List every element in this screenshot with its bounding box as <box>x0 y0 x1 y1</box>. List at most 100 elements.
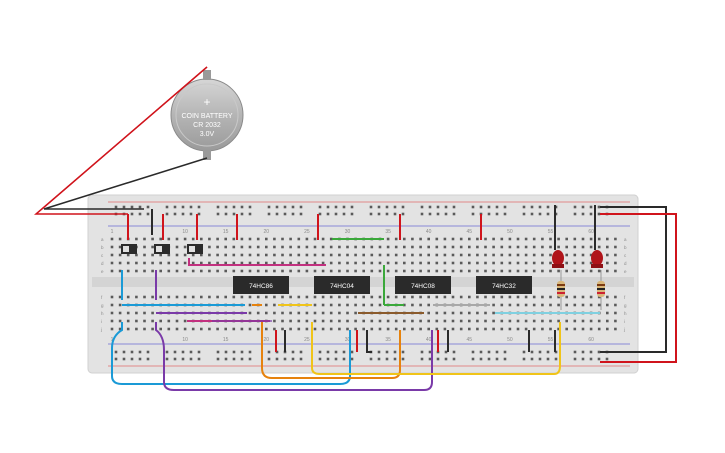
switch-3[interactable] <box>187 244 203 254</box>
black-jumper-b2[interactable] <box>366 330 372 353</box>
blue-loop-wire[interactable] <box>111 322 351 385</box>
breadboard-hole <box>427 311 430 315</box>
breadboard-hole <box>589 303 593 307</box>
breadboard-hole <box>256 311 260 315</box>
breadboard-hole <box>289 319 292 323</box>
breadboard-hole <box>291 350 295 354</box>
breadboard-hole <box>443 295 447 299</box>
breadboard-hole <box>403 269 406 273</box>
switch-1[interactable] <box>121 244 137 254</box>
breadboard-hole <box>428 212 432 216</box>
breadboard-hole <box>378 303 382 307</box>
breadboard-hole <box>538 350 542 354</box>
battery-negative-wire[interactable] <box>43 157 208 210</box>
row-letter-b: b <box>101 245 104 250</box>
breadboard-hole <box>118 311 122 315</box>
breadboard-hole <box>403 245 406 249</box>
breadboard-hole <box>329 319 333 323</box>
breadboard-hole <box>305 261 309 265</box>
breadboard-hole <box>394 295 398 299</box>
breadboard-hole <box>354 327 357 331</box>
breadboard-hole <box>346 295 349 299</box>
yellow-loop-wire[interactable] <box>311 322 561 375</box>
breadboard-hole <box>476 319 479 323</box>
breadboard-hole <box>459 261 463 265</box>
breadboard-hole <box>189 212 193 216</box>
breadboard-hole <box>200 295 203 299</box>
breadboard-hole <box>256 253 260 257</box>
led-2[interactable] <box>591 250 603 268</box>
breadboard-hole <box>143 245 146 249</box>
breadboard-hole <box>143 261 146 265</box>
resistor-2[interactable] <box>597 270 605 310</box>
breadboard-hole <box>110 245 114 249</box>
breadboard-hole <box>181 212 185 216</box>
breadboard-hole <box>126 253 130 257</box>
breadboard-hole <box>530 205 534 209</box>
breadboard-hole <box>573 205 577 209</box>
breadboard-hole <box>346 253 349 257</box>
chip-74hc04[interactable]: 74HC04 <box>314 276 370 294</box>
breadboard-hole <box>224 350 228 354</box>
battery-positive-wire-2[interactable] <box>41 66 208 210</box>
breadboard-hole <box>313 319 317 323</box>
breadboard-hole <box>581 350 585 354</box>
breadboard-hole <box>362 319 365 323</box>
breadboard-hole <box>484 327 487 331</box>
breadboard-hole <box>248 237 252 241</box>
breadboard-hole <box>313 269 317 273</box>
breadboard-hole <box>118 295 122 299</box>
breadboard-hole <box>401 350 405 354</box>
chip-74hc08[interactable]: 74HC08 <box>395 276 451 294</box>
breadboard-hole <box>459 245 463 249</box>
breadboard-hole <box>386 269 390 273</box>
breadboard-hole <box>573 350 577 354</box>
breadboard-hole <box>370 319 374 323</box>
breadboard-hole <box>500 295 504 299</box>
breadboard-hole <box>126 311 130 315</box>
rail-link-red[interactable] <box>600 213 677 363</box>
breadboard-hole <box>216 237 219 241</box>
breadboard-hole <box>459 253 463 257</box>
breadboard-hole <box>173 205 177 209</box>
breadboard-hole <box>334 205 338 209</box>
breadboard-hole <box>538 212 542 216</box>
breadboard-hole <box>403 253 406 257</box>
breadboard-hole <box>165 205 169 209</box>
column-number-50: 50 <box>507 337 513 343</box>
resistor-1[interactable] <box>557 270 565 310</box>
row-letter-c: c <box>101 253 104 258</box>
breadboard-hole <box>394 261 398 265</box>
breadboard-hole <box>484 237 487 241</box>
breadboard-hole <box>573 253 577 257</box>
breadboard-hole <box>487 350 491 354</box>
coin-battery[interactable]: + COIN BATTERY CR 2032 3.0V <box>170 70 244 160</box>
breadboard-hole <box>369 205 373 209</box>
column-number-35: 35 <box>385 229 391 235</box>
led-1[interactable] <box>552 250 564 268</box>
breadboard-hole <box>224 237 227 241</box>
breadboard-hole <box>403 237 406 241</box>
breadboard-hole <box>597 269 601 273</box>
breadboard-hole <box>291 212 295 216</box>
purple-loop-wire[interactable] <box>155 322 433 391</box>
breadboard-hole <box>151 327 154 331</box>
switch-2[interactable] <box>154 244 170 254</box>
breadboard-hole <box>451 269 455 273</box>
breadboard-hole <box>522 212 526 216</box>
breadboard-hole <box>386 327 390 331</box>
breadboard-hole <box>281 253 284 257</box>
breadboard-hole <box>369 212 373 216</box>
breadboard-hole <box>386 237 390 241</box>
magenta-wire-top[interactable] <box>188 258 326 266</box>
chip-74hc32[interactable]: 74HC32 <box>476 276 532 294</box>
chip-74hc86[interactable]: 74HC86 <box>233 276 289 294</box>
breadboard-hole <box>283 212 287 216</box>
breadboard-hole <box>524 295 528 299</box>
breadboard-hole <box>110 261 114 265</box>
breadboard-hole <box>605 357 609 361</box>
rail-link-black[interactable] <box>600 206 667 353</box>
breadboard-hole <box>524 319 528 323</box>
breadboard-hole <box>265 237 268 241</box>
breadboard-hole <box>305 245 309 249</box>
